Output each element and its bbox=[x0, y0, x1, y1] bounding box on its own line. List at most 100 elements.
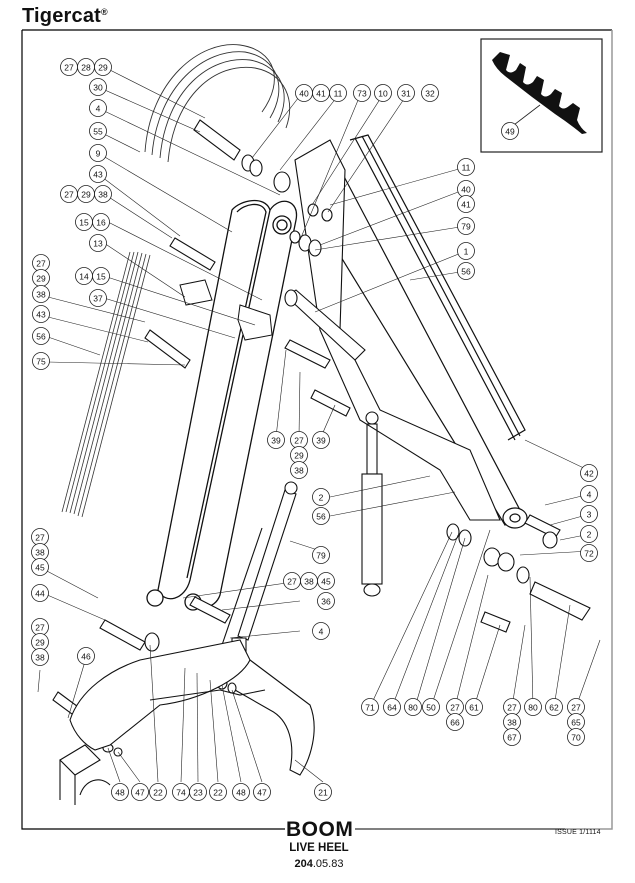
callout-45: 45 bbox=[317, 572, 335, 590]
svg-text:15: 15 bbox=[79, 218, 89, 228]
svg-text:28: 28 bbox=[81, 63, 91, 73]
callout-27: 27 bbox=[503, 698, 521, 716]
svg-text:66: 66 bbox=[450, 718, 460, 728]
hydraulic-hoses-top bbox=[144, 44, 290, 163]
frame-border bbox=[21, 29, 612, 830]
callout-41: 41 bbox=[457, 195, 475, 213]
part-number-suffix: .05.83 bbox=[312, 858, 344, 870]
callout-43: 43 bbox=[89, 165, 107, 183]
svg-text:13: 13 bbox=[93, 239, 103, 249]
callout-13: 13 bbox=[89, 234, 107, 252]
svg-text:64: 64 bbox=[387, 703, 397, 713]
callout-11: 11 bbox=[329, 84, 347, 102]
drawing-title: BOOM bbox=[286, 818, 354, 841]
callout-9: 9 bbox=[89, 144, 107, 162]
brand-mark: ® bbox=[101, 7, 108, 17]
callout-4: 4 bbox=[89, 99, 107, 117]
svg-text:47: 47 bbox=[257, 788, 267, 798]
svg-text:56: 56 bbox=[316, 512, 326, 522]
callout-38: 38 bbox=[503, 713, 521, 731]
callout-10: 10 bbox=[374, 84, 392, 102]
issue-label: ISSUE 1/1114 bbox=[555, 829, 601, 836]
svg-text:31: 31 bbox=[401, 89, 411, 99]
svg-text:36: 36 bbox=[321, 597, 331, 607]
svg-text:29: 29 bbox=[36, 274, 46, 284]
callout-31: 31 bbox=[397, 84, 415, 102]
svg-text:39: 39 bbox=[316, 436, 326, 446]
callout-16: 16 bbox=[92, 213, 110, 231]
svg-text:21: 21 bbox=[318, 788, 328, 798]
svg-text:38: 38 bbox=[507, 718, 517, 728]
callout-64: 64 bbox=[383, 698, 401, 716]
svg-text:47: 47 bbox=[135, 788, 145, 798]
callout-70: 70 bbox=[567, 728, 585, 746]
svg-text:43: 43 bbox=[93, 170, 103, 180]
svg-text:42: 42 bbox=[584, 469, 594, 479]
callout-3: 3 bbox=[580, 505, 598, 523]
svg-text:27: 27 bbox=[294, 436, 304, 446]
boom-heel bbox=[59, 639, 315, 805]
svg-text:55: 55 bbox=[93, 127, 103, 137]
callout-27: 27 bbox=[60, 185, 78, 203]
svg-text:79: 79 bbox=[316, 551, 326, 561]
callout-27: 27 bbox=[60, 58, 78, 76]
callout-15: 15 bbox=[75, 213, 93, 231]
svg-text:22: 22 bbox=[213, 788, 223, 798]
svg-text:1: 1 bbox=[464, 247, 469, 257]
svg-text:30: 30 bbox=[93, 83, 103, 93]
svg-text:11: 11 bbox=[334, 89, 343, 99]
svg-text:61: 61 bbox=[469, 703, 479, 713]
svg-text:23: 23 bbox=[193, 788, 203, 798]
svg-text:46: 46 bbox=[81, 652, 91, 662]
callout-72: 72 bbox=[580, 544, 598, 562]
callout-29: 29 bbox=[31, 633, 49, 651]
svg-text:27: 27 bbox=[64, 63, 74, 73]
svg-text:27: 27 bbox=[35, 533, 45, 543]
svg-text:27: 27 bbox=[35, 623, 45, 633]
callout-38: 38 bbox=[94, 185, 112, 203]
svg-text:15: 15 bbox=[96, 272, 106, 282]
callout-38: 38 bbox=[31, 648, 49, 666]
callout-62: 62 bbox=[545, 698, 563, 716]
svg-text:2: 2 bbox=[587, 530, 592, 540]
svg-text:27: 27 bbox=[64, 190, 74, 200]
callout-27: 27 bbox=[290, 431, 308, 449]
callout-40: 40 bbox=[295, 84, 313, 102]
callout-39: 39 bbox=[312, 431, 330, 449]
callout-80: 80 bbox=[524, 698, 542, 716]
svg-text:27: 27 bbox=[36, 259, 46, 269]
svg-text:49: 49 bbox=[505, 127, 515, 137]
svg-text:41: 41 bbox=[461, 200, 471, 210]
svg-text:38: 38 bbox=[36, 290, 46, 300]
svg-text:27: 27 bbox=[287, 577, 297, 587]
callout-29: 29 bbox=[290, 446, 308, 464]
callout-27: 27 bbox=[283, 572, 301, 590]
frame-border-right bbox=[565, 30, 613, 830]
svg-text:4: 4 bbox=[319, 627, 324, 637]
svg-text:38: 38 bbox=[98, 190, 108, 200]
callout-67: 67 bbox=[503, 728, 521, 746]
hydraulic-cylinder-lift bbox=[221, 481, 298, 653]
callout-29: 29 bbox=[94, 58, 112, 76]
callout-27: 27 bbox=[31, 528, 49, 546]
drawing-part-number: 204.05.83 bbox=[270, 858, 368, 870]
hydraulic-cylinder-rod bbox=[284, 289, 366, 361]
svg-text:3: 3 bbox=[587, 510, 592, 520]
svg-text:56: 56 bbox=[36, 332, 46, 342]
callout-75: 75 bbox=[32, 352, 50, 370]
callout-4: 4 bbox=[312, 622, 330, 640]
callout-42: 42 bbox=[580, 464, 598, 482]
svg-text:29: 29 bbox=[98, 63, 108, 73]
callout-48: 48 bbox=[232, 783, 250, 801]
callout-27: 27 bbox=[32, 254, 50, 272]
part-number-prefix: 204 bbox=[294, 858, 313, 870]
brand-name: Tigercat bbox=[22, 5, 102, 27]
callout-79: 79 bbox=[312, 546, 330, 564]
svg-text:29: 29 bbox=[294, 451, 304, 461]
callout-27: 27 bbox=[567, 698, 585, 716]
callout-37: 37 bbox=[89, 289, 107, 307]
callout-21: 21 bbox=[314, 783, 332, 801]
svg-text:32: 32 bbox=[425, 89, 435, 99]
